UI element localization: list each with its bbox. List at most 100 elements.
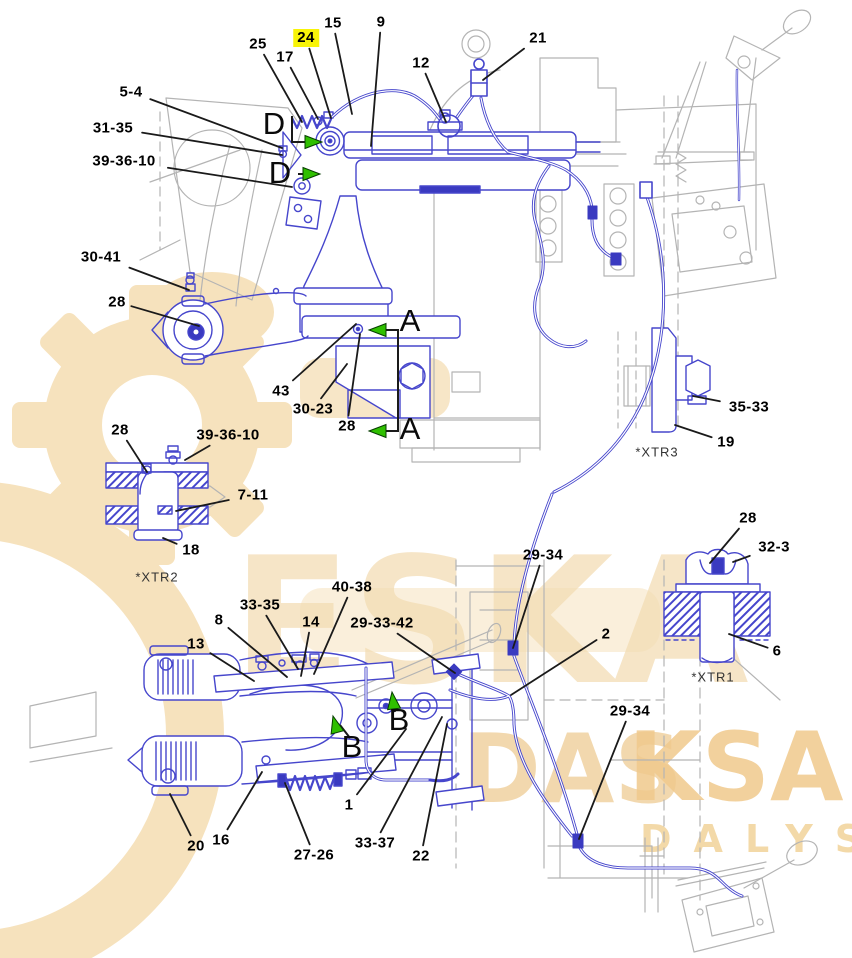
callout-39-36-10: 39-36-10	[196, 426, 260, 444]
section-marker-d: D	[262, 106, 286, 141]
callout-1: 1	[344, 796, 354, 814]
callout-9: 9	[376, 13, 386, 31]
callout-29-34: 29-34	[609, 702, 651, 720]
leader-line	[356, 728, 407, 796]
callout-12: 12	[412, 54, 430, 72]
callout-2: 2	[601, 625, 611, 643]
leader-line	[510, 639, 598, 696]
leader-line	[347, 333, 361, 417]
section-marker-a: A	[399, 303, 421, 338]
callout-18: 18	[182, 541, 200, 559]
leader-line	[149, 98, 283, 149]
callout-40-38: 40-38	[331, 578, 373, 596]
leader-line	[284, 782, 311, 846]
leader-line	[674, 424, 713, 439]
callout-30-23: 30-23	[292, 400, 334, 418]
leader-line	[128, 266, 190, 291]
leader-line	[141, 131, 283, 156]
leader-line	[300, 631, 310, 677]
callout-17: 17	[276, 48, 294, 66]
section-arrow-icon	[367, 423, 387, 439]
callout-29-34: 29-34	[522, 546, 564, 564]
leader-line	[289, 66, 319, 120]
callout-43: 43	[272, 382, 290, 400]
leader-line	[379, 716, 443, 834]
callout-20: 20	[187, 837, 205, 855]
leader-line	[125, 439, 148, 473]
section-marker-b: B	[341, 729, 363, 764]
leader-line	[732, 554, 751, 563]
leader-line	[175, 499, 230, 512]
callout-21: 21	[529, 29, 547, 47]
leader-line	[728, 633, 769, 649]
leader-line	[396, 632, 456, 674]
leader-line	[424, 72, 447, 123]
leader-line	[578, 720, 627, 840]
highlighted-parts	[105, 68, 771, 811]
leader-line	[308, 47, 332, 119]
callout-28: 28	[108, 293, 126, 311]
leader-line	[226, 771, 263, 831]
section-marker-b: B	[388, 702, 410, 737]
callout-31-35: 31-35	[92, 119, 134, 137]
callout-28: 28	[739, 509, 757, 527]
leader-line	[313, 596, 349, 675]
callout-8: 8	[214, 611, 224, 629]
leader-line	[709, 527, 740, 564]
section-arrow-icon	[330, 714, 345, 735]
leader-line	[162, 537, 178, 545]
leader-line	[184, 444, 211, 461]
section-arrow-icon	[367, 322, 387, 338]
callout-24-highlighted: 24	[293, 29, 319, 47]
leader-line	[169, 793, 192, 837]
callout-27-26: 27-26	[293, 846, 335, 864]
detail-view-label-xtr2: *XTR2	[135, 569, 179, 585]
callout-30-41: 30-41	[80, 248, 122, 266]
leader-line	[482, 47, 525, 81]
callout-5-4: 5-4	[119, 83, 143, 101]
section-marker-d: D	[268, 155, 292, 190]
callout-6: 6	[772, 642, 782, 660]
leader-line	[370, 31, 382, 147]
callout-14: 14	[302, 613, 320, 631]
callout-7-11: 7-11	[237, 486, 269, 504]
leader-line	[422, 723, 448, 847]
leader-line	[512, 564, 541, 649]
leader-line	[130, 305, 200, 327]
callout-19: 19	[717, 433, 735, 451]
leader-line	[265, 614, 299, 670]
callout-33-37: 33-37	[354, 834, 396, 852]
detail-view-label-xtr1: *XTR1	[691, 669, 735, 685]
leader-line	[263, 53, 303, 123]
leader-line	[334, 32, 353, 115]
clamp-29-34-lower	[572, 833, 584, 849]
leader-line	[692, 395, 721, 403]
callout-32-3: 32-3	[758, 538, 790, 556]
detail-view-label-xtr3: *XTR3	[635, 444, 679, 460]
callout-29-33-42: 29-33-42	[350, 614, 414, 632]
section-arrow-icon	[304, 134, 324, 150]
leader-line	[320, 363, 348, 400]
leader-line	[209, 652, 255, 682]
section-arrow-icon	[302, 166, 322, 182]
callout-28: 28	[338, 417, 356, 435]
section-marker-a: A	[399, 411, 421, 446]
callout-39-36-10: 39-36-10	[92, 152, 156, 170]
callout-16: 16	[212, 831, 230, 849]
callout-33-35: 33-35	[239, 596, 281, 614]
callout-25: 25	[249, 35, 267, 53]
callout-28: 28	[111, 421, 129, 439]
callout-22: 22	[412, 847, 430, 865]
callout-13: 13	[187, 635, 205, 653]
watermark-text-das: DAS	[462, 715, 683, 825]
leader-line	[292, 323, 357, 382]
section-arrow-icon	[386, 690, 402, 711]
watermark-text-brand: ESKA	[232, 521, 749, 724]
leader-line	[227, 626, 288, 678]
leader-line	[167, 166, 293, 188]
leader-lines-layer	[125, 31, 769, 847]
callout-15: 15	[324, 14, 342, 32]
callout-35-33: 35-33	[728, 398, 770, 416]
